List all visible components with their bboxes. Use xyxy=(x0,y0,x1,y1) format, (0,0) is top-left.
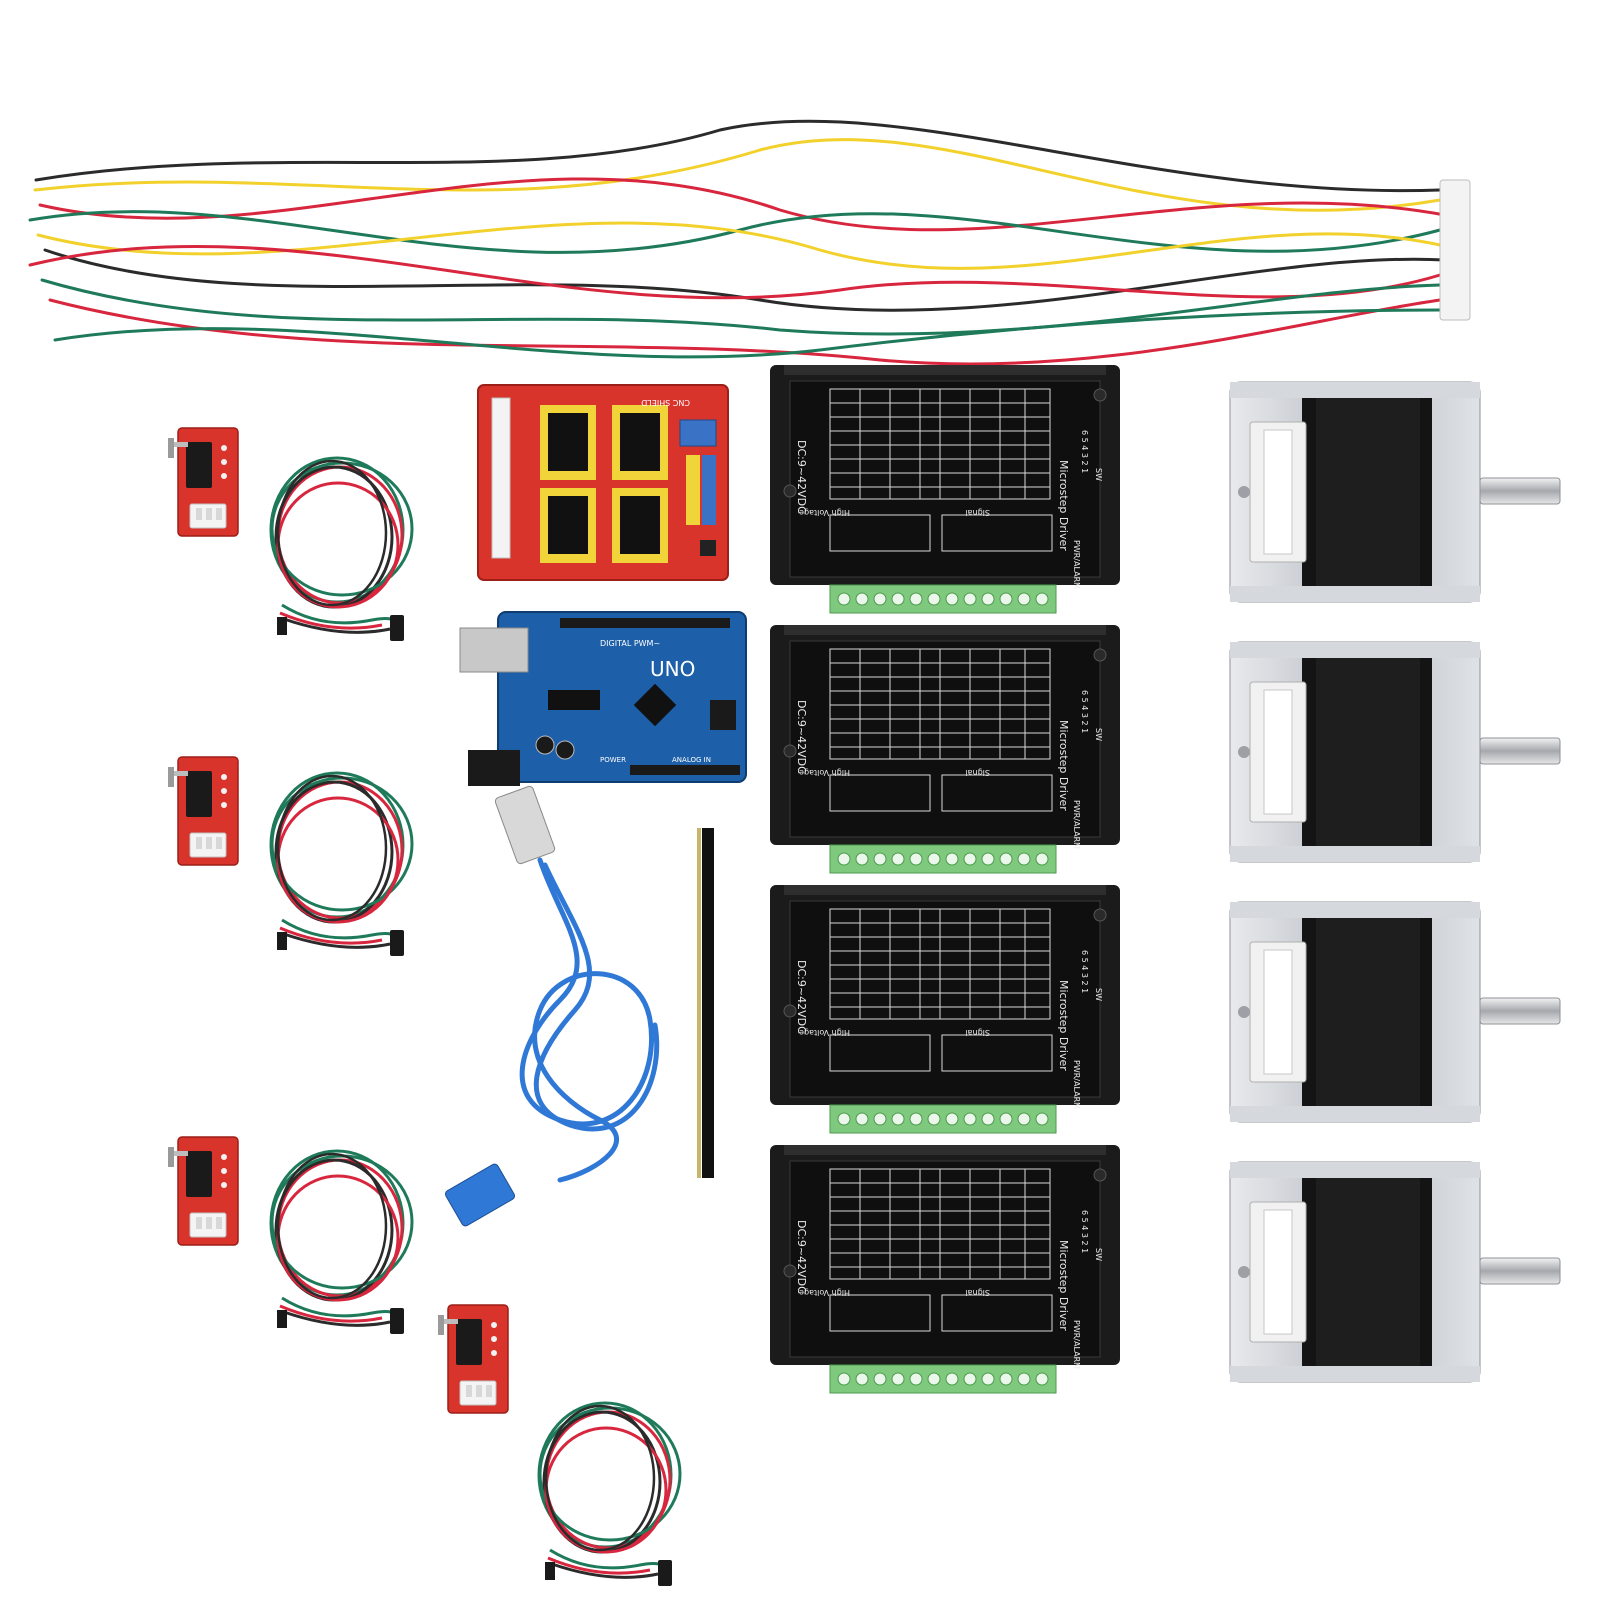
cnc-shield: CNC SHIELD xyxy=(477,384,729,581)
endstop-cable-2 xyxy=(269,771,414,958)
driver-4-high-voltage: High Voltage xyxy=(799,1288,850,1297)
driver-2-voltage: DC:9~42VDC xyxy=(795,700,808,774)
endstop-switch-2 xyxy=(167,756,239,866)
uno-digital-label: DIGITAL PWM~ xyxy=(600,639,660,648)
driver-4-title: Microstep Driver xyxy=(1057,1240,1070,1331)
driver-3-sw: SW xyxy=(1094,988,1103,1001)
driver-4-sw: SW xyxy=(1094,1248,1103,1261)
uno-power-label: POWER xyxy=(600,756,626,764)
driver-3-high-voltage: High Voltage xyxy=(799,1028,850,1037)
endstop-switch-3 xyxy=(167,1136,239,1246)
driver-2-signal: Signal xyxy=(965,768,990,777)
uno-analog-label: ANALOG IN xyxy=(672,756,711,764)
endstop-cable-3 xyxy=(269,1149,414,1336)
cnc-shield-label: CNC SHIELD xyxy=(641,398,690,407)
driver-1-sw: SW xyxy=(1094,468,1103,481)
driver-3-signal: Signal xyxy=(965,1028,990,1037)
stepper-motor-2 xyxy=(1229,641,1561,863)
driver-3-voltage: DC:9~42VDC xyxy=(795,960,808,1034)
driver-3-title: Microstep Driver xyxy=(1057,980,1070,1071)
driver-1-sw-numbers: 6 5 4 3 2 1 xyxy=(1080,430,1089,473)
driver-1-voltage: DC:9~42VDC xyxy=(795,440,808,514)
driver-2-pwr-alarm: PWR/ALARM xyxy=(1072,800,1081,849)
arduino-uno-board: UNO DIGITAL PWM~ POWER ANALOG IN xyxy=(459,611,747,786)
driver-1-title: Microstep Driver xyxy=(1057,460,1070,551)
driver-labels: Microstep Driver DC:9~42VDC High Voltage… xyxy=(795,430,1103,1369)
driver-4-pwr-alarm: PWR/ALARM xyxy=(1072,1320,1081,1369)
stepper-motor-4 xyxy=(1229,1161,1561,1383)
driver-2-sw-numbers: 6 5 4 3 2 1 xyxy=(1080,690,1089,733)
driver-1-high-voltage: High Voltage xyxy=(799,508,850,517)
driver-2-high-voltage: High Voltage xyxy=(799,768,850,777)
driver-2-title: Microstep Driver xyxy=(1057,720,1070,811)
endstop-cable-1 xyxy=(269,456,414,643)
driver-1-signal: Signal xyxy=(965,508,990,517)
pin-header-strip xyxy=(697,828,714,1178)
endstop-cable-4 xyxy=(537,1401,682,1588)
driver-4-sw-numbers: 6 5 4 3 2 1 xyxy=(1080,1210,1089,1253)
endstop-switch-1 xyxy=(167,427,239,537)
usb-b-plug xyxy=(444,1163,516,1227)
stepper-motor-3 xyxy=(1229,901,1561,1123)
driver-4-signal: Signal xyxy=(965,1288,990,1297)
usb-a-plug xyxy=(494,785,556,865)
endstop-switch-4 xyxy=(437,1304,509,1414)
driver-2-sw: SW xyxy=(1094,728,1103,741)
wire-connector xyxy=(1439,179,1471,321)
stepper-motor-1 xyxy=(1229,381,1561,603)
driver-1-pwr-alarm: PWR/ALARM xyxy=(1072,540,1081,589)
driver-3-sw-numbers: 6 5 4 3 2 1 xyxy=(1080,950,1089,993)
uno-brand: UNO xyxy=(650,657,695,681)
long-wire-bundle xyxy=(28,119,1447,366)
driver-3-pwr-alarm: PWR/ALARM xyxy=(1072,1060,1081,1109)
usb-cable xyxy=(519,857,660,1183)
driver-4-voltage: DC:9~42VDC xyxy=(795,1220,808,1294)
